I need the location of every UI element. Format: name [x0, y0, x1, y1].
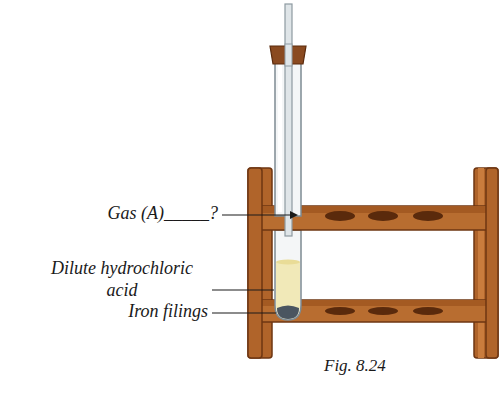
shelf-hole [413, 307, 443, 315]
leader-line [212, 289, 274, 290]
shelf-hole [368, 307, 398, 315]
hydrochloric-acid [276, 262, 300, 319]
figure-caption: Fig. 8.24 [324, 356, 444, 376]
shelf-hole [413, 211, 443, 221]
gas-label: Gas (A)_____? [58, 203, 218, 225]
post-highlight [478, 168, 484, 358]
leader-line [222, 214, 292, 215]
stand-post [248, 168, 272, 358]
shelf-hole [325, 211, 355, 221]
glass-tube [285, 4, 292, 236]
acid-label: Dilute hydrochloric acid [36, 258, 208, 301]
test-tube [275, 230, 301, 320]
glass-shine [278, 62, 282, 212]
leader-line [212, 312, 276, 313]
iron-filings [277, 306, 299, 320]
shelf-hole [325, 307, 355, 315]
shelf-hole [368, 211, 398, 221]
leader-arrowhead [290, 211, 298, 219]
acid-surface [276, 260, 300, 265]
glass-tube [285, 44, 292, 66]
stand-post [486, 168, 498, 358]
stand-post [474, 168, 498, 358]
iron-label: Iron filings [48, 301, 208, 323]
stand-post [248, 168, 262, 358]
